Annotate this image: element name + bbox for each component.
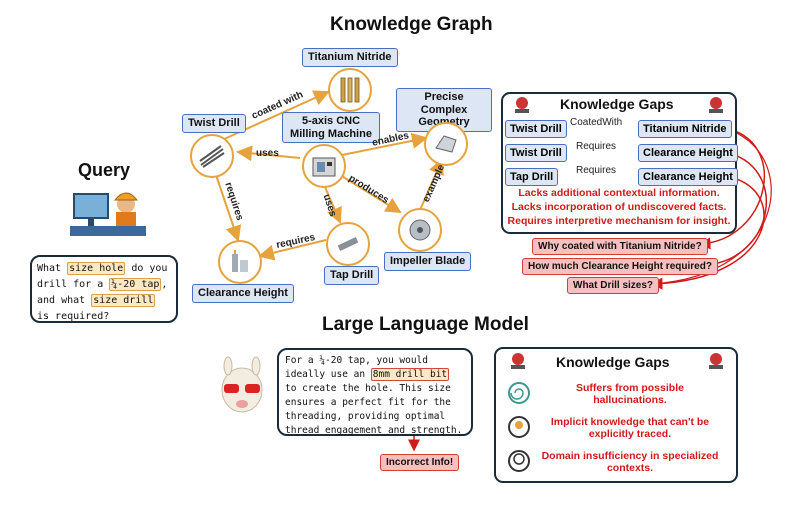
llm-answer-text-2: to create the hole. This size ensures a …: [285, 383, 463, 436]
brain-warning-icon: [709, 353, 723, 369]
query-highlight-size-drill: size drill: [91, 294, 156, 307]
query-text-2: do you drill for a: [37, 263, 168, 290]
gap-row-2-to: Clearance Height: [638, 144, 738, 162]
node-tap-drill: [326, 222, 370, 266]
llm-answer-text-1: For a ¼-20 tap, you would ideally use an: [285, 355, 428, 380]
gap-issue-3: Requires interpretive mechanism for insi…: [507, 215, 731, 227]
node-titanium-nitride: [328, 68, 372, 112]
gap-bottom-item-2: Implicit knowledge that can't be explici…: [550, 416, 710, 440]
drill-bits-icon: [340, 77, 360, 103]
red-curve-1: [698, 127, 766, 250]
gap-row-1-rel: CoatedWith: [570, 117, 623, 128]
node-label-cnc: 5-axis CNC Milling Machine: [282, 112, 380, 144]
globe-head-icon: [508, 450, 530, 472]
edge-requires-bottom: [258, 239, 327, 261]
node-label-clearance-height: Clearance Height: [192, 284, 294, 303]
node-label-precise-geometry: Precise Complex Geometry: [396, 88, 492, 132]
gap-row-1-to: Titanium Nitride: [638, 120, 732, 138]
question-pill-3: What Drill sizes?: [567, 277, 660, 294]
gaps-bottom-title: Knowledge Gaps: [556, 354, 670, 370]
incorrect-info-pill: Incorrect Info!: [380, 454, 460, 471]
edge-example: [419, 158, 444, 211]
node-precise-geometry: [424, 122, 468, 166]
gaps-top-title: Knowledge Gaps: [560, 96, 674, 112]
edge-uses-left: [236, 145, 301, 162]
cnc-machine-icon: [312, 157, 336, 177]
node-impeller-blade: [398, 208, 442, 252]
edge-label-uses-left: uses: [256, 148, 279, 159]
brain-warning-icon: [515, 97, 529, 113]
gap-row-3-to: Clearance Height: [638, 168, 738, 186]
gap-issue-2: Lacks incorporation of undiscovered fact…: [511, 201, 727, 213]
query-bubble: What size hole do you drill for a ¼-20 t…: [30, 255, 178, 323]
llm-answer-highlight: 8mm drill bit: [370, 368, 450, 381]
llama-icon: [221, 356, 263, 413]
query-text-4: is required?: [37, 311, 110, 322]
gap-issue-1: Lacks additional contextual information.: [518, 187, 720, 199]
query-highlight-tap: ¼-20 tap: [109, 278, 162, 291]
gaps-top-box: [501, 92, 737, 234]
query-highlight-size-hole: size hole: [67, 262, 126, 275]
node-clearance-height: [218, 240, 262, 284]
llm-answer-bubble: For a ¼-20 tap, you would ideally use an…: [277, 348, 473, 436]
clearance-height-icon: [232, 250, 248, 272]
kg-title: Knowledge Graph: [330, 14, 493, 35]
query-text-3: , and what: [37, 279, 168, 306]
node-twist-drill: [190, 134, 234, 178]
tap-drill-icon: [337, 237, 359, 251]
red-curve-3: [650, 175, 765, 290]
edge-enables: [341, 132, 428, 156]
node-label-titanium-nitride: Titanium Nitride: [302, 48, 398, 67]
impeller-icon: [409, 219, 431, 241]
gap-row-2-rel: Requires: [576, 141, 617, 152]
brain-warning-icon: [709, 97, 723, 113]
node-label-tap-drill: Tap Drill: [324, 266, 380, 285]
edge-produces: [339, 174, 402, 214]
geometry-part-icon: [435, 135, 457, 153]
question-pill-1: Why coated with Titanium Nitride?: [532, 238, 708, 255]
llm-title: Large Language Model: [322, 314, 529, 335]
engineer-icon: [70, 192, 146, 236]
node-label-twist-drill: Twist Drill: [182, 114, 246, 133]
query-title: Query: [78, 160, 131, 180]
gap-row-3-rel: Requires: [576, 165, 617, 176]
gaps-bottom-box: [494, 347, 738, 483]
red-curve-2: [703, 151, 768, 271]
node-label-impeller-blade: Impeller Blade: [384, 252, 472, 271]
gap-row-2-from: Twist Drill: [505, 144, 567, 162]
gap-bottom-item-1: Suffers from possible hallucinations.: [576, 382, 684, 406]
query-text-1: What: [37, 263, 68, 274]
gap-row-1-from: Twist Drill: [505, 120, 567, 138]
gear-head-icon: [508, 416, 530, 438]
node-cnc: [302, 144, 346, 188]
gap-row-3-from: Tap Drill: [505, 168, 559, 186]
spiral-head-icon: [508, 382, 530, 404]
edge-requires-left: [214, 171, 242, 242]
brain-warning-icon: [511, 353, 525, 369]
gap-bottom-item-3: Domain insufficiency in specialized cont…: [541, 450, 719, 474]
question-pill-2: How much Clearance Height required?: [522, 258, 718, 275]
twist-drill-icon: [199, 145, 225, 168]
